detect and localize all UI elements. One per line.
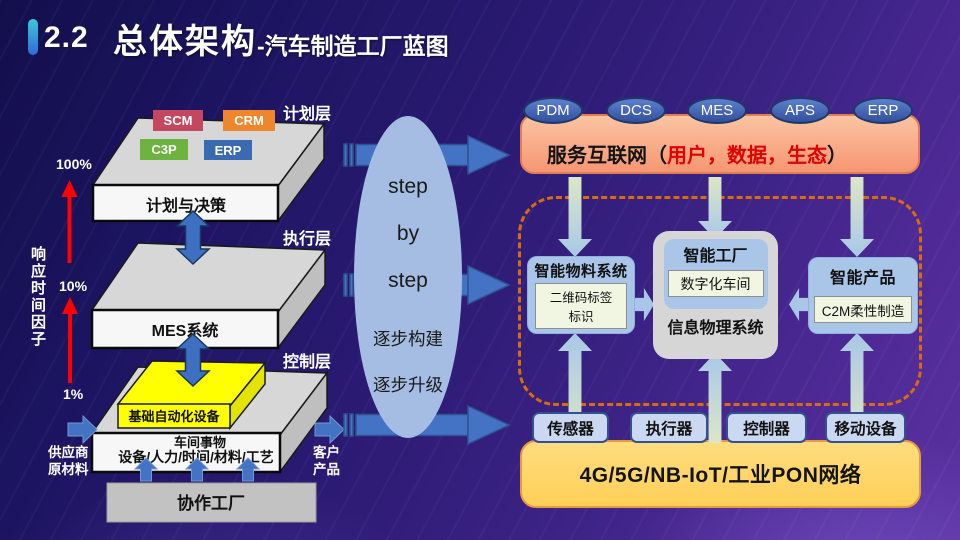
service-internet-bar (520, 114, 920, 174)
ellipse-line1: step (388, 175, 428, 198)
tick-100: 100% (56, 156, 92, 172)
customer-line2: 产品 (313, 461, 340, 477)
page-title: 总体架构 (113, 23, 257, 61)
tick-1: 1% (63, 386, 84, 402)
chip-erp: ERP (204, 140, 252, 160)
network-bar: 4G/5G/NB-IoT/工业PON网络 (520, 440, 921, 508)
bubble-pdm: PDM (523, 97, 583, 124)
layer3-face-line2: 设备/人力/时间/材料/工艺 (118, 449, 274, 465)
smart-factory-title: 智能工厂 (683, 248, 748, 265)
svg-text:C3P: C3P (151, 142, 177, 157)
layer2-label: 执行层 (283, 229, 331, 248)
layer-execution-slab: MES系统 (90, 242, 327, 351)
collab-label: 协作工厂 (177, 493, 245, 513)
c2m-box: C2M柔性制造 (814, 296, 912, 323)
device-actuator: 执行器 (630, 412, 708, 443)
smart-product-box: 智能产品 C2M柔性制造 (808, 257, 918, 334)
title-accent-bar (28, 19, 38, 55)
layer2-face-label: MES系统 (152, 321, 219, 340)
layer1-face-label: 计划与决策 (146, 196, 227, 215)
smart-material-title: 智能物料系统 (534, 263, 628, 280)
smart-factory-box: 智能工厂 数字化车间 (663, 239, 768, 309)
ellipse-line3: step (388, 269, 428, 292)
tick-10: 10% (59, 278, 88, 294)
collab-up-arrows (133, 457, 261, 482)
bubble-aps: APS (770, 97, 830, 124)
page-subtitle: -汽车制造工厂蓝图 (257, 33, 449, 59)
bubble-mes: MES (687, 97, 747, 124)
layer3-face-line1: 车间事物 (174, 435, 226, 450)
digital-workshop-box: 数字化车间 (667, 270, 764, 297)
qr-label-line2: 标识 (568, 310, 594, 324)
bubble-erp: ERP (853, 97, 913, 124)
ellipse-line2: by (397, 222, 420, 245)
service-highlight: 用户，数据，生态 (667, 145, 827, 167)
double-arrow-1 (175, 209, 211, 266)
layer-planning-slab: 计划与决策 (91, 117, 326, 224)
supplier-line1: 供应商 (47, 444, 89, 460)
ellipse-line5: 逐步升级 (373, 375, 443, 395)
supplier-line2: 原材料 (48, 461, 89, 477)
svg-text:ERP: ERP (215, 143, 242, 158)
layer3-label: 控制层 (283, 352, 331, 371)
ellipse-line4: 逐步构建 (373, 329, 443, 349)
supplier-arrow (67, 414, 98, 445)
chip-c3p: C3P (140, 139, 188, 160)
customer-line1: 客户 (312, 444, 340, 460)
section-number: 2.2 (44, 21, 89, 54)
bubble-dcs: DCS (606, 97, 666, 124)
double-arrow-2 (175, 332, 211, 388)
response-axis-arrows (61, 180, 78, 383)
smart-product-title: 智能产品 (829, 270, 896, 287)
layer1-label: 计划层 (283, 104, 331, 123)
cps-label: 信息物理系统 (667, 320, 764, 337)
svg-text:CRM: CRM (234, 113, 264, 128)
chip-crm: CRM (223, 110, 275, 131)
customer-arrow (314, 414, 345, 445)
automation-label: 基础自动化设备 (127, 409, 220, 424)
cps-box: 智能工厂 数字化车间 信息物理系统 (653, 231, 778, 359)
smart-material-box: 智能物料系统 二维码标签 标识 (527, 256, 635, 334)
service-internet-label: 服务互联网（用户，数据，生态） (547, 145, 847, 167)
device-mobile: 移动设备 (825, 412, 906, 443)
qr-label-line1: 二维码标签 (549, 291, 613, 305)
device-sensor: 传感器 (532, 412, 609, 443)
axis-label: 响应时间因子 (29, 246, 46, 348)
svg-text:SCM: SCM (164, 113, 193, 128)
device-controller: 控制器 (726, 412, 807, 443)
qr-label-box: 二维码标签 标识 (535, 283, 627, 329)
collab-factory-bar: 协作工厂 (106, 482, 317, 523)
step-ellipse (354, 116, 462, 438)
chip-scm: SCM (153, 110, 203, 131)
